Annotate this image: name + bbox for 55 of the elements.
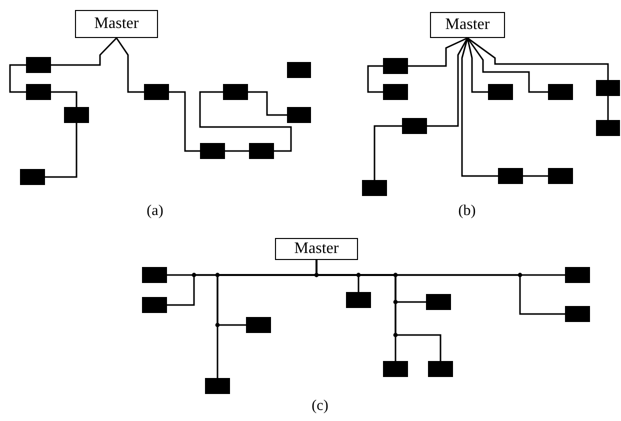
connector-line xyxy=(169,91,200,152)
device-box xyxy=(565,306,590,322)
device-box xyxy=(26,57,51,73)
device-box xyxy=(488,84,513,100)
connector-line xyxy=(466,38,548,93)
device-box xyxy=(596,80,620,96)
device-box xyxy=(548,84,573,100)
device-box xyxy=(565,267,590,283)
device-box xyxy=(346,292,371,308)
master-box: Master xyxy=(430,12,505,38)
panel-label: (c) xyxy=(312,398,328,415)
connector-line xyxy=(116,38,144,93)
device-box xyxy=(142,267,167,283)
device-box xyxy=(383,361,408,377)
device-box xyxy=(287,107,311,123)
connector-line xyxy=(51,91,78,107)
master-box: Master xyxy=(75,10,158,38)
device-box xyxy=(428,361,453,377)
connector-line xyxy=(607,96,609,120)
device-box xyxy=(144,84,169,100)
connector-line xyxy=(466,38,488,93)
connector-line xyxy=(374,125,402,180)
device-box xyxy=(383,84,408,100)
device-box xyxy=(142,297,167,313)
device-box xyxy=(402,118,427,134)
connector-line xyxy=(51,37,118,66)
panel-label: (a) xyxy=(146,203,164,220)
device-box xyxy=(246,317,271,333)
device-box xyxy=(362,180,387,196)
device-box xyxy=(287,62,311,78)
device-box xyxy=(26,84,51,100)
connector-line xyxy=(461,38,498,177)
device-box xyxy=(205,378,230,394)
connector-line xyxy=(45,123,78,178)
device-box xyxy=(498,168,523,184)
device-box xyxy=(596,120,620,136)
device-box xyxy=(20,169,45,185)
connector-line xyxy=(467,37,609,80)
connector-line xyxy=(367,65,383,93)
connector-line xyxy=(427,38,468,127)
device-box xyxy=(426,294,451,310)
device-box xyxy=(548,168,573,184)
device-box xyxy=(64,107,89,123)
device-box xyxy=(383,58,408,74)
connector-line xyxy=(199,91,292,152)
connector-line xyxy=(225,150,249,152)
device-box xyxy=(223,84,248,100)
master-box: Master xyxy=(275,238,358,260)
connector-line xyxy=(408,37,468,67)
panel-label: (b) xyxy=(458,203,476,220)
connector-line xyxy=(523,175,548,177)
connector-line xyxy=(248,91,287,116)
device-box xyxy=(200,143,225,159)
device-box xyxy=(249,143,274,159)
connector-line xyxy=(9,64,26,93)
